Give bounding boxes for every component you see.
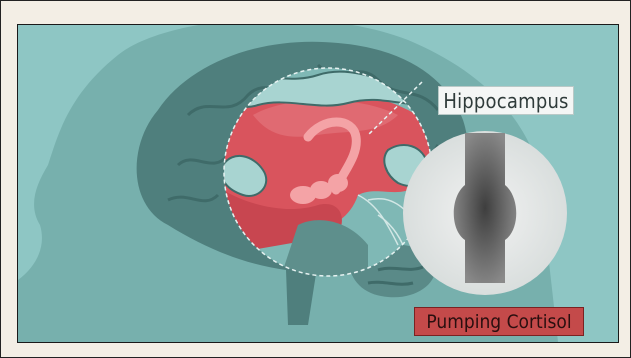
hippocampus-label: Hippocampus [438,86,574,115]
pumping-cortisol-label: Pumping Cortisol [414,307,584,336]
brain-illustration [18,25,618,342]
illustration-panel: Hippocampus Pumping Cortisol [17,24,619,343]
